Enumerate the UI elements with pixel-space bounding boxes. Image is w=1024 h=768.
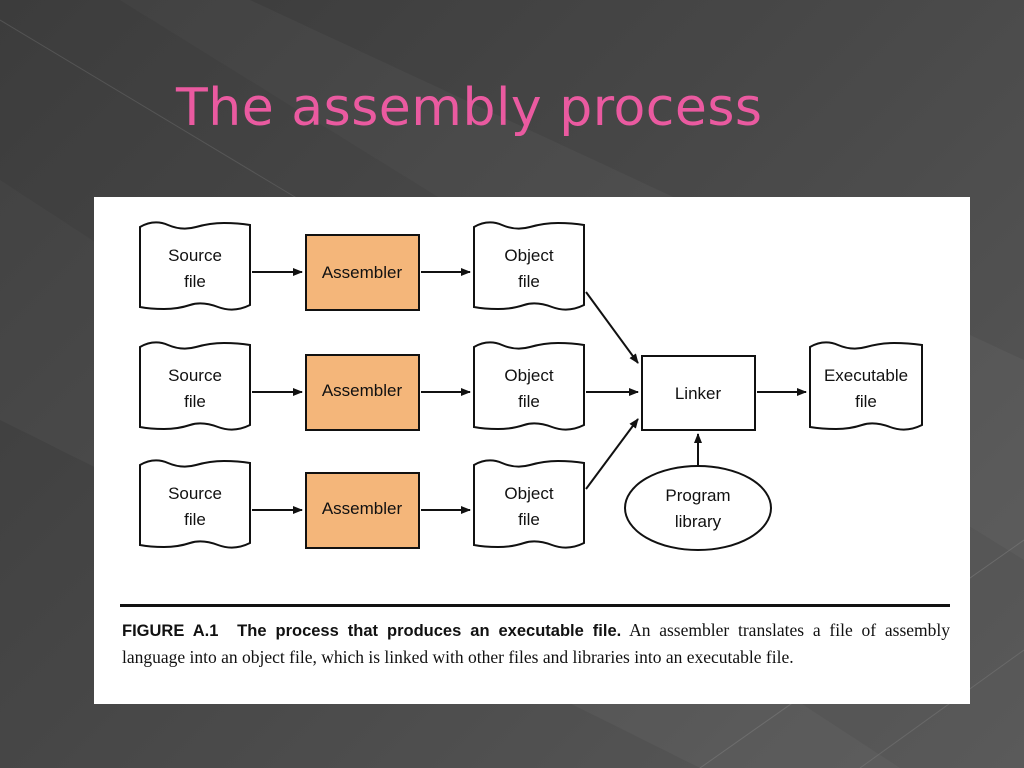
source-file-3-label-line2: file (184, 510, 206, 529)
executable-file-label-line1: Executable (824, 366, 908, 385)
object-file-1-label-line1: Object (504, 246, 553, 265)
object-file-3: Object file (473, 459, 585, 549)
figure-title: The process that produces an executable … (237, 622, 622, 640)
assembler-1-label: Assembler (322, 263, 403, 282)
object-file-2-label-line1: Object (504, 366, 553, 385)
executable-file-label-line2: file (855, 392, 877, 411)
diagram-row-2: Source file Assembler Object file (139, 341, 585, 431)
assembler-2: Assembler (305, 354, 420, 431)
arrow-object-1-to-linker (585, 291, 639, 364)
object-file-3-label-line1: Object (504, 484, 553, 503)
object-file-3-label-line2: file (518, 510, 540, 529)
figure-caption: FIGURE A.1 The process that produces an … (122, 617, 950, 670)
diagram-row-1: Source file Assembler Object file (139, 221, 585, 311)
figure-label: FIGURE A.1 (122, 622, 219, 640)
program-library-label-line2: library (675, 512, 722, 531)
object-file-2: Object file (473, 341, 585, 431)
assembler-1: Assembler (305, 234, 420, 311)
diagram-row-3: Source file Assembler Object file (139, 459, 585, 549)
source-file-1-label-line2: file (184, 272, 206, 291)
assembly-diagram: Source file Assembler Object file Source… (139, 221, 923, 551)
assembler-3: Assembler (305, 472, 420, 549)
object-file-2-label-line2: file (518, 392, 540, 411)
source-file-2-label-line2: file (184, 392, 206, 411)
source-file-2: Source file (139, 341, 251, 431)
caption-rule (120, 604, 950, 607)
figure-caption-text: An assembler translates a file of assemb… (122, 620, 950, 667)
program-library: Program library (624, 465, 772, 551)
program-library-label-line1: Program (665, 486, 730, 505)
assembler-2-label: Assembler (322, 381, 403, 400)
linker-box: Linker (641, 355, 756, 431)
source-file-3-label-line1: Source (168, 484, 222, 503)
figure-panel: Source file Assembler Object file Source… (94, 197, 970, 704)
source-file-3: Source file (139, 459, 251, 549)
executable-file: Executable file (809, 341, 923, 431)
assembler-3-label: Assembler (322, 499, 403, 518)
object-file-1: Object file (473, 221, 585, 311)
source-file-2-label-line1: Source (168, 366, 222, 385)
source-file-1: Source file (139, 221, 251, 311)
linker-label: Linker (675, 384, 722, 403)
object-file-1-label-line2: file (518, 272, 540, 291)
source-file-1-label-line1: Source (168, 246, 222, 265)
arrow-object-3-to-linker (585, 418, 639, 490)
slide-title: The assembly process (176, 78, 763, 138)
